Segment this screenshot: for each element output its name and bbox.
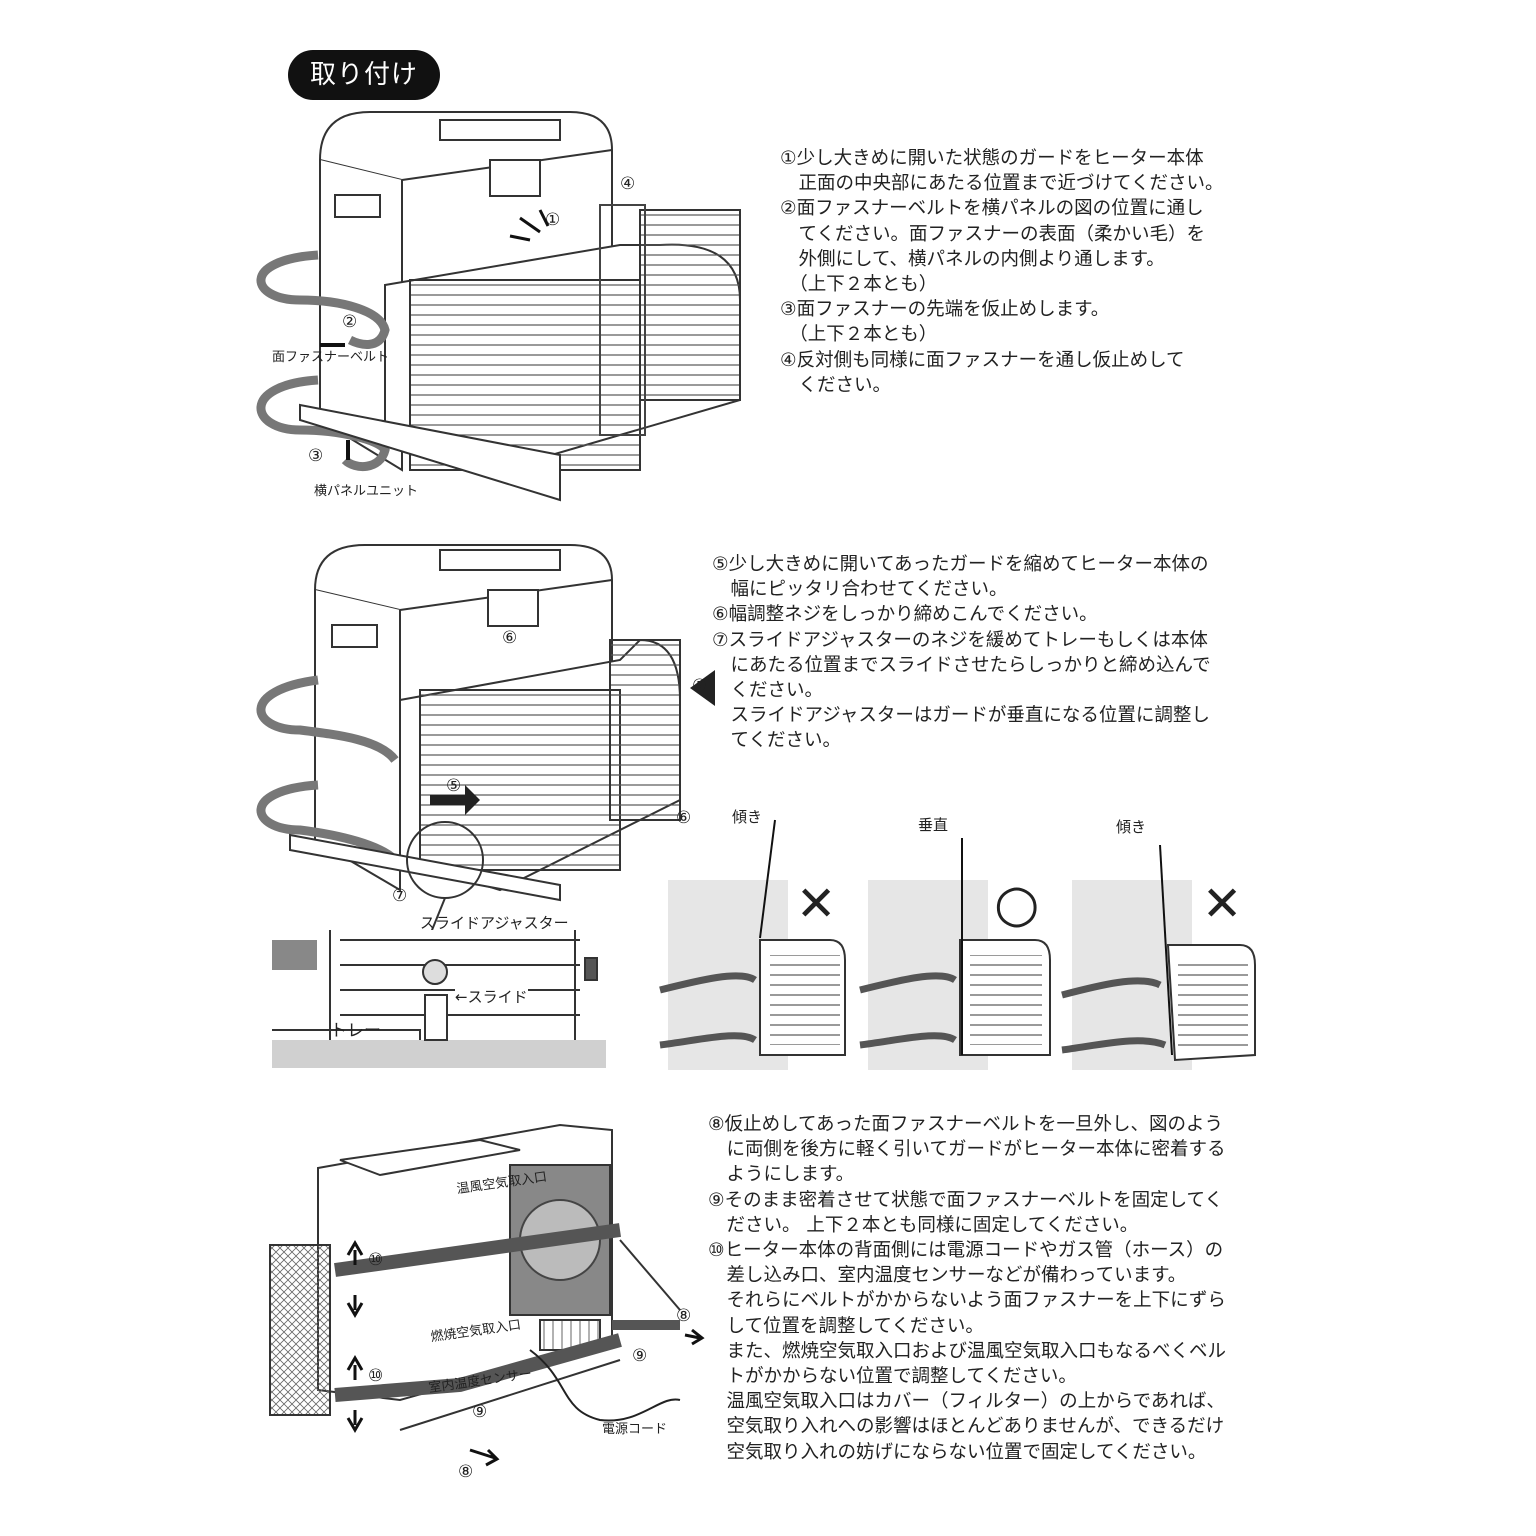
step3-line: また、燃焼空気取入口および温風空気取入口もなるべくベル bbox=[708, 1340, 1227, 1362]
slide-label: ←スライド bbox=[455, 986, 528, 1007]
step-marker-7: ⑦ bbox=[392, 886, 408, 906]
step2-line: 幅にピッタリ合わせてください。 bbox=[712, 579, 1008, 601]
step3-line: トがかからない位置で調整してください。 bbox=[708, 1366, 1077, 1388]
step2-line: てください。 bbox=[712, 730, 841, 752]
step1-line: ②面ファスナーベルトを横パネルの図の位置に通し bbox=[780, 198, 1204, 220]
orientation-vertical bbox=[859, 838, 1051, 1070]
step3-line: ださい。 上下２本とも同様に固定してください。 bbox=[708, 1214, 1139, 1236]
correct-mark: ○ bbox=[994, 874, 1040, 934]
slide-adjuster-label: スライドアジャスター bbox=[420, 914, 569, 932]
step1-line: ③面ファスナーの先端を仮止めします。 bbox=[780, 299, 1110, 321]
step3-illustration bbox=[269, 1123, 705, 1467]
orientation-tilt-left bbox=[659, 819, 846, 1070]
step3-line: 空気取り入れへの影響はほとんどありませんが、できるだけ bbox=[708, 1416, 1225, 1438]
step1-line: ④反対側も同様に面ファスナーを通し仮止めして bbox=[780, 349, 1185, 371]
step3-line: ようにします。 bbox=[708, 1164, 855, 1186]
step3-instructions: ⑧仮止めしてあった面ファスナーベルトを一旦外し、図のよう に両側を後方に軽く引い… bbox=[708, 1112, 1226, 1465]
step3-line: に両側を後方に軽く引いてガードがヒーター本体に密着する bbox=[708, 1139, 1226, 1161]
incorrect-mark-right: ✕ bbox=[1202, 876, 1243, 932]
step3-line: ⑧仮止めしてあった面ファスナーベルトを一旦外し、図のよう bbox=[708, 1114, 1223, 1135]
belt-label: 面ファスナーベルト bbox=[272, 350, 390, 365]
power-cord-label: 電源コード bbox=[602, 1422, 668, 1437]
orientation-label-vertical: 垂直 bbox=[918, 816, 949, 834]
orientation-tilt-right bbox=[1061, 844, 1256, 1070]
step-marker-9-bottom: ⑨ bbox=[472, 1402, 488, 1422]
step-marker-8-bottom: ⑧ bbox=[458, 1462, 474, 1482]
step2-line: ください。 bbox=[712, 680, 824, 702]
step1-line: 正面の中央部にあたる位置まで近づけてください。 bbox=[780, 173, 1224, 195]
step1-line: てください。面ファスナーの表面（柔かい毛）を bbox=[780, 223, 1205, 245]
step-marker-2: ② bbox=[342, 312, 358, 332]
step-marker-6-top: ⑥ bbox=[502, 628, 518, 648]
step3-line: して位置を調整してください。 bbox=[708, 1315, 984, 1337]
step1-line: ①少し大きめに開いた状態のガードをヒーター本体 bbox=[780, 148, 1204, 169]
step-marker-3: ③ bbox=[308, 446, 324, 466]
step1-line: （上下２本とも） bbox=[780, 324, 938, 346]
step-marker-1: ① bbox=[545, 210, 561, 230]
side-panel-label: 横パネルユニット bbox=[314, 484, 419, 499]
step2-line: にあたる位置までスライドさせたらしっかりと締め込んで bbox=[712, 654, 1211, 676]
step-marker-5-left: ⑤ bbox=[446, 776, 462, 796]
tray-label: トレー bbox=[330, 1021, 381, 1041]
incorrect-mark-left: ✕ bbox=[796, 876, 837, 932]
step1-instructions: ①少し大きめに開いた状態のガードをヒーター本体 正面の中央部にあたる位置まで近づ… bbox=[780, 146, 1223, 398]
step-marker-6-right: ⑥ bbox=[676, 808, 692, 828]
slide-adjuster-detail bbox=[272, 930, 606, 1068]
step-marker-10-bottom: ⑩ bbox=[368, 1366, 384, 1386]
step2-instructions: ⑤少し大きめに開いてあったガードを縮めてヒーター本体の 幅にピッタリ合わせてくだ… bbox=[712, 552, 1211, 754]
step1-line: 外側にして、横パネルの内側より通します。 bbox=[780, 248, 1165, 270]
step3-line: ⑩ヒーター本体の背面側には電源コードやガス管（ホース）の bbox=[708, 1240, 1224, 1262]
orientation-comparison bbox=[659, 819, 1256, 1070]
step1-line: ください。 bbox=[780, 374, 892, 396]
orientation-label-tilt-left: 傾き bbox=[732, 808, 763, 826]
step-marker-5-right: ⑤ bbox=[692, 676, 708, 696]
step3-line: 温風空気取入口はカバー（フィルター）の上からであれば、 bbox=[708, 1391, 1225, 1413]
step2-illustration bbox=[256, 544, 715, 936]
step-marker-9-right: ⑨ bbox=[632, 1346, 648, 1366]
step2-line: ⑦スライドアジャスターのネジを緩めてトレーもしくは本体 bbox=[712, 629, 1208, 651]
step3-line: 空気取り入れの妨げにならない位置で固定してください。 bbox=[708, 1441, 1207, 1463]
step-marker-8-right: ⑧ bbox=[676, 1306, 692, 1326]
step3-line: それらにベルトがかからないよう面ファスナーを上下にずら bbox=[708, 1290, 1226, 1312]
step3-line: ⑨そのまま密着させて状態で面ファスナーベルトを固定してく bbox=[708, 1189, 1223, 1211]
step1-line: （上下２本とも） bbox=[780, 274, 938, 296]
step2-line: ⑤少し大きめに開いてあったガードを縮めてヒーター本体の bbox=[712, 554, 1209, 575]
orientation-label-tilt-right: 傾き bbox=[1116, 818, 1147, 836]
step2-line: スライドアジャスターはガードが垂直になる位置に調整し bbox=[712, 705, 1210, 727]
section-title: 取り付け bbox=[288, 50, 440, 100]
step-marker-10-top: ⑩ bbox=[368, 1250, 384, 1270]
step1-illustration bbox=[256, 111, 741, 502]
step2-line: ⑥幅調整ネジをしっかり締めこんでください。 bbox=[712, 604, 1098, 626]
step-marker-4: ④ bbox=[620, 174, 636, 194]
step3-line: 差し込み口、室内温度センサーなどが備わっています。 bbox=[708, 1265, 1187, 1287]
